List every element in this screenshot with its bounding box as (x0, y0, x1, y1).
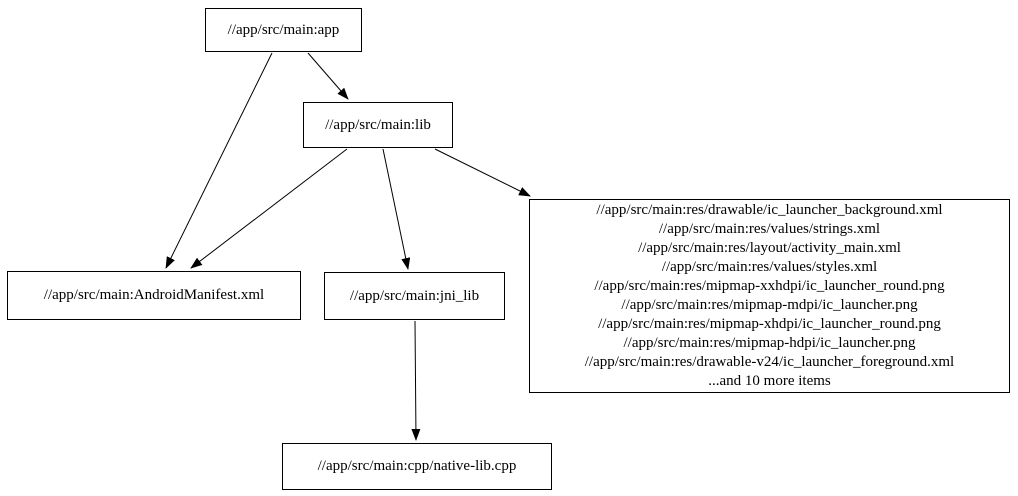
node-lib: //app/src/main:lib (303, 102, 453, 148)
node-android-manifest: //app/src/main:AndroidManifest.xml (7, 271, 301, 320)
edge-lib-to-manifest (190, 148, 348, 269)
edge-app-to-lib (307, 52, 349, 100)
edge-jni-lib-to-cpp (411, 320, 421, 441)
resource-item: //app/src/main:res/values/strings.xml (658, 221, 881, 237)
resource-item: //app/src/main:res/mipmap-hdpi/ic_launch… (623, 335, 916, 351)
node-app: //app/src/main:app (205, 8, 362, 52)
resource-item: //app/src/main:res/layout/activity_main.… (638, 240, 901, 256)
node-cpp-native-lib: //app/src/main:cpp/native-lib.cpp (282, 443, 552, 490)
edge-app-to-manifest (165, 52, 273, 269)
resource-item: //app/src/main:res/drawable/ic_launcher_… (596, 202, 943, 218)
resource-item: //app/src/main:res/mipmap-xxhdpi/ic_laun… (594, 278, 945, 294)
edge-lib-to-resources (434, 148, 531, 197)
resource-item: //app/src/main:res/values/styles.xml (661, 259, 878, 275)
node-jni-lib: //app/src/main:jni_lib (324, 272, 505, 320)
resource-more-items: ...and 10 more items (708, 373, 831, 389)
resource-item: //app/src/main:res/mipmap-xhdpi/ic_launc… (598, 316, 941, 332)
edge-lib-to-jni-lib (382, 148, 411, 270)
resource-item: //app/src/main:res/mipmap-mdpi/ic_launch… (621, 297, 918, 313)
node-resources-group: //app/src/main:res/drawable/ic_launcher_… (529, 199, 1010, 393)
resource-item: //app/src/main:res/drawable-v24/ic_launc… (584, 354, 955, 370)
